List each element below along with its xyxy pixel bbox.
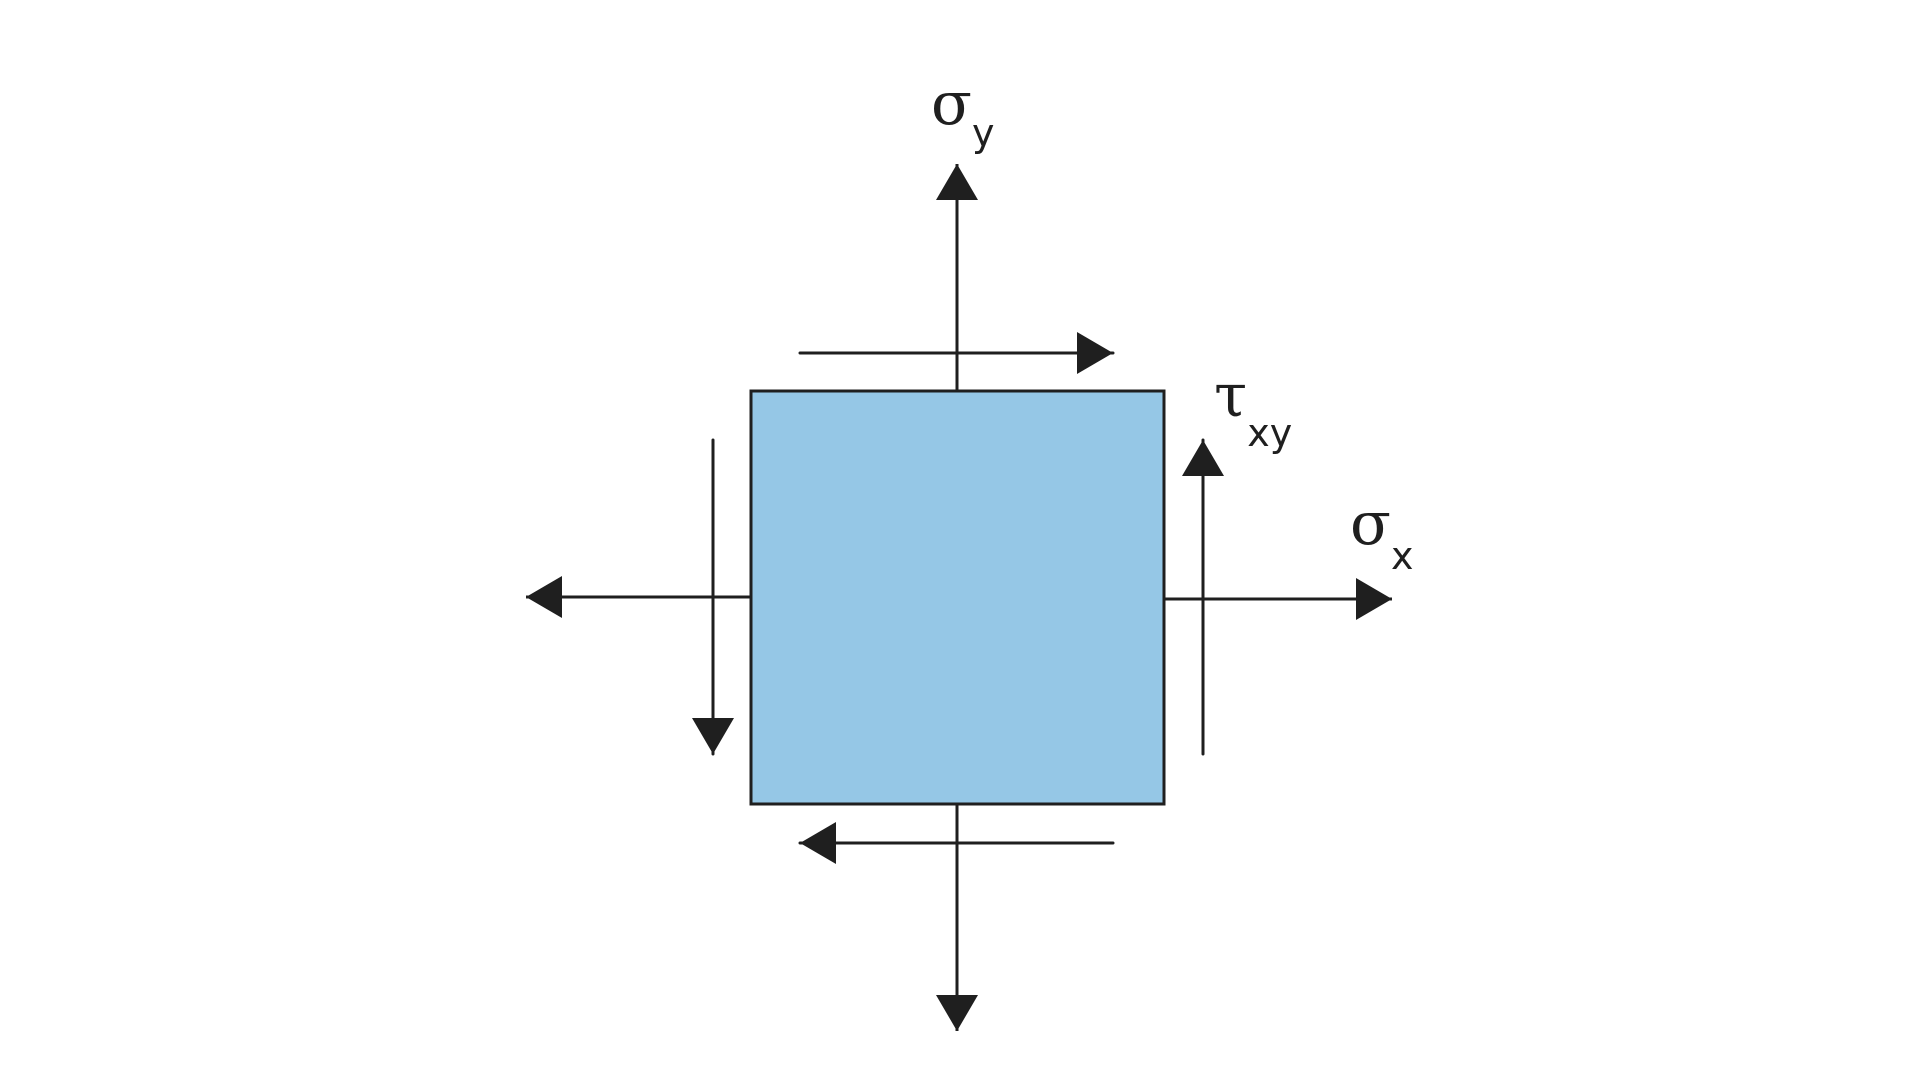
tau-xy-symbol: τ — [1214, 361, 1247, 431]
sigma-y-symbol: σ — [931, 69, 972, 139]
sigma-x-subscript: x — [1391, 534, 1414, 578]
tau-xy-subscript: xy — [1247, 411, 1292, 455]
stress-element-square — [749, 389, 1166, 806]
sigma-x-label: σx — [1350, 489, 1413, 578]
sigma-y-subscript: y — [972, 111, 995, 155]
sigma-y-label: σy — [931, 69, 994, 155]
sigma-x-symbol: σ — [1350, 489, 1391, 559]
tau-xy-label: τxy — [1214, 361, 1292, 455]
